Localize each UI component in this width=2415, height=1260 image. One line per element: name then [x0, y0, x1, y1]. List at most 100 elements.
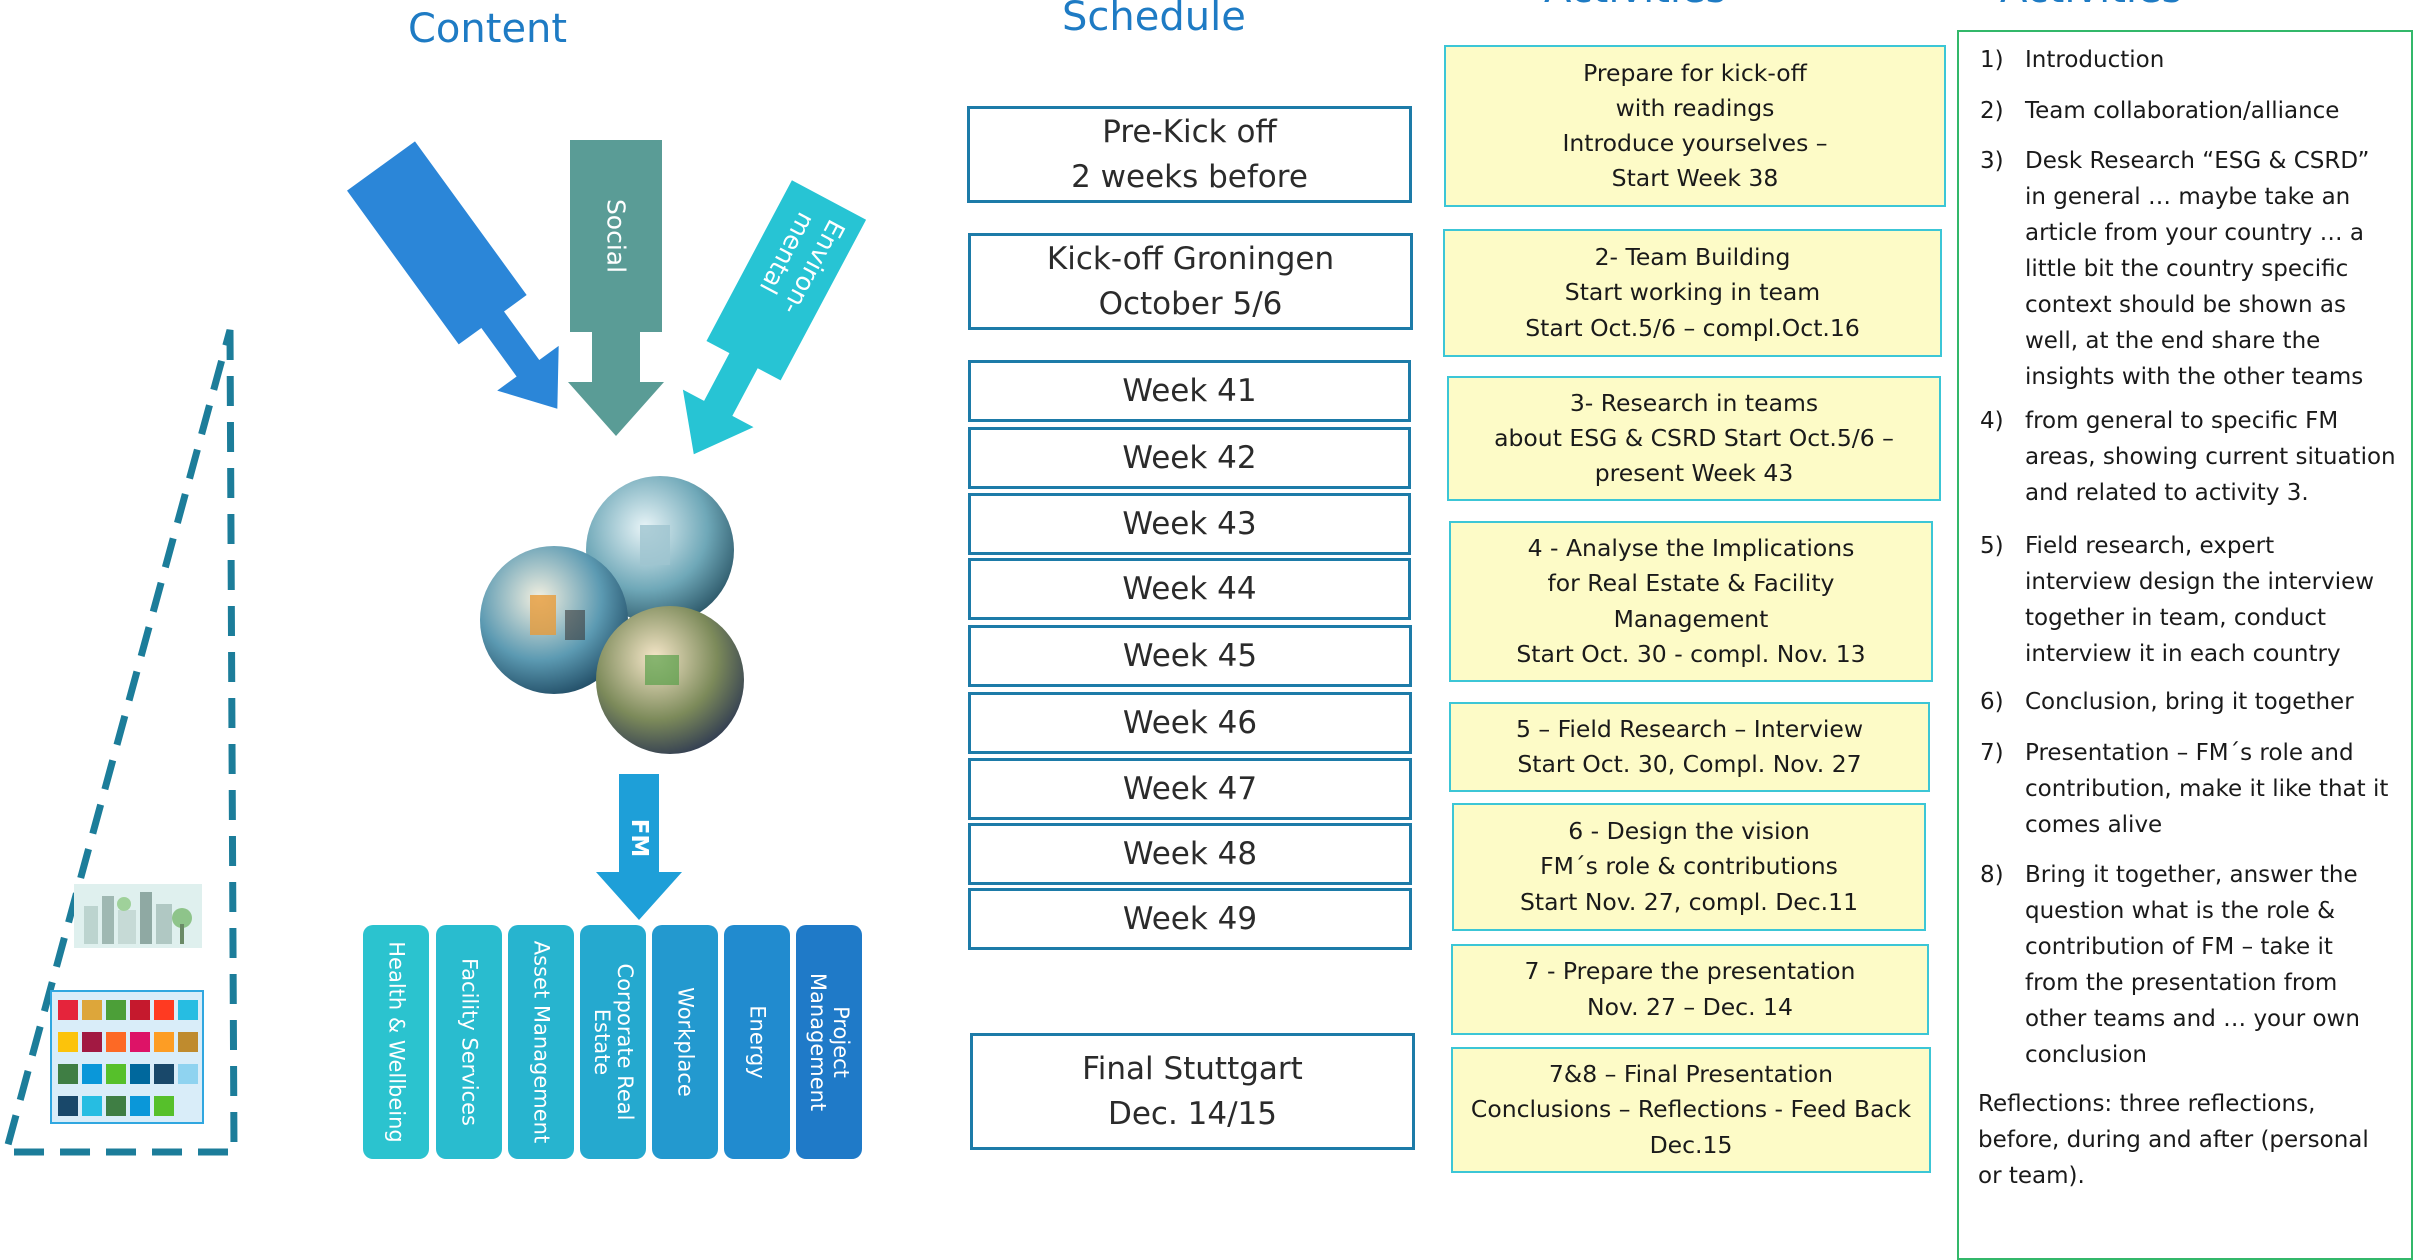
activity-list-number: 8) — [1980, 862, 2004, 888]
activity-box-line: Dec.15 — [1649, 1130, 1733, 1159]
activity-box-line: Introduce yourselves – — [1562, 129, 1828, 157]
activity-box-line: 7 - Prepare the presentation — [1524, 957, 1856, 986]
activity-list-line: question what is the role & — [2025, 898, 2336, 924]
schedule-item-line: Pre-Kick off — [1102, 113, 1277, 150]
activity-list-line: from the presentation from — [2025, 970, 2338, 996]
activity-box-line: 4 - Analyse the Implications — [1527, 534, 1855, 562]
schedule-item: Pre-Kick off 2 weeks before — [967, 106, 1412, 203]
activity-box-line: FM´s role & contributions — [1540, 852, 1838, 881]
schedule-item-text: Week 42 — [1122, 436, 1256, 481]
schedule-item-line: Week 43 — [1122, 505, 1257, 542]
activity-list-line: Desk Research “ESG & CSRD” — [2025, 148, 2370, 174]
fm-category-label-line: Management — [806, 972, 830, 1112]
activity-list-text: Field research, expert interview design t… — [2025, 528, 2415, 672]
activity-list-line: together in team, conduct — [2025, 605, 2327, 631]
reflections-text: Reflections: three reflections,before, d… — [1978, 1086, 2369, 1194]
schedule-item-text: Week 41 — [1122, 369, 1256, 414]
activity-list-line: Bring it together, answer the — [2025, 862, 2358, 888]
fm-category-label: Workplace — [673, 987, 698, 1097]
globes-illustration — [480, 476, 744, 754]
heading-schedule: Schedule — [1062, 0, 1246, 40]
activity-list-line: from general to specific FM — [2025, 408, 2339, 434]
activity-box-line: Start Oct.5/6 – compl.Oct.16 — [1525, 313, 1860, 342]
activity-list-number: 5) — [1980, 533, 2004, 559]
fm-category: Workplace — [652, 925, 718, 1159]
activity-box-line: with readings — [1615, 93, 1775, 122]
activity-list-line: well, at the end share the — [2025, 328, 2321, 354]
fm-category: Health & Wellbeing — [363, 925, 429, 1159]
activity-box-line: 6 - Design the vision — [1568, 817, 1810, 846]
activity-list-line: Presentation – FM´s role and — [2025, 740, 2354, 766]
activity-box-line: Start Oct. 30 - compl. Nov. 13 — [1516, 639, 1866, 668]
activity-list-line: article from your country … a — [2025, 220, 2364, 246]
activity-box-line: Start Oct. 30, Compl. Nov. 27 — [1517, 750, 1862, 778]
schedule-item-line: 2 weeks before — [1071, 158, 1308, 195]
schedule-item-line: Week 48 — [1122, 835, 1258, 872]
activity-list-line: Field research, expert — [2025, 533, 2275, 559]
social-arrow — [568, 140, 664, 436]
activity-box-line: 2- Team Building — [1594, 243, 1791, 272]
fm-category-label-line: Corporate Real — [613, 963, 638, 1121]
schedule-item: Week 45 — [968, 625, 1412, 687]
schedule-item: Week 49 — [968, 888, 1412, 950]
activity-list-text: Team collaboration/alliance — [2025, 93, 2415, 129]
schedule-item-line: Week 46 — [1122, 704, 1258, 741]
schedule-item-line: Week 44 — [1122, 570, 1257, 607]
fm-category: Facility Services — [436, 925, 502, 1159]
activity-list-line: interview design the interview — [2025, 569, 2375, 595]
activity-list-line: areas, showing current situation — [2025, 444, 2396, 470]
activity-list-line: contribution of FM – take it — [2025, 934, 2333, 960]
heading-activities: Activities — [1544, 0, 1726, 12]
activity-list-text: Desk Research “ESG & CSRD”in general … m… — [2025, 143, 2415, 395]
schedule-item-line: Final Stuttgart — [1082, 1050, 1303, 1087]
fm-category-label: Energy — [745, 1005, 770, 1079]
schedule-item-line: Week 42 — [1122, 439, 1257, 476]
activity-box-line: Nov. 27 – Dec. 14 — [1587, 992, 1793, 1021]
activity-list-line: context should be shown as — [2025, 292, 2346, 318]
activity-list-line: Conclusion, bring it together — [2025, 689, 2354, 715]
governance-arrow — [347, 141, 559, 409]
reflections-line: or team). — [1978, 1163, 2085, 1189]
fm-category-label: Facility Services — [457, 958, 482, 1126]
activity-box-line: Management — [1613, 604, 1769, 633]
schedule-item-text: Pre-Kick off 2 weeks before — [1071, 110, 1308, 200]
schedule-item-line: Kick-off Groningen — [1046, 240, 1335, 277]
fm-category-label-line: Project — [829, 1006, 854, 1078]
activity-box-line: 7&8 – Final Presentation — [1548, 1060, 1834, 1089]
schedule-item-text: Week 46 — [1123, 701, 1257, 746]
activity-box-line: Conclusions – Reflections - Feed Back — [1470, 1095, 1912, 1124]
fm-arrow — [596, 774, 682, 920]
heading-content: Content — [408, 6, 568, 52]
activity-list-text: Bring it together, answer the question wh… — [2025, 857, 2415, 1073]
activity-list-line: insights with the other teams — [2025, 364, 2364, 390]
fm-category-label-line: Asset Management — [529, 940, 554, 1144]
activity-box-line: about ESG & CSRD Start Oct.5/6 – — [1494, 423, 1894, 452]
dashed-triangle — [1, 329, 238, 1156]
fm-category-label-line: Energy — [745, 1005, 770, 1079]
schedule-item: Week 46 — [968, 692, 1412, 754]
fm-label: FM — [626, 818, 652, 858]
heading-activities-list: Activities — [2000, 0, 2182, 12]
fm-category: Asset Management — [508, 925, 574, 1159]
activity-box-line: Start Week 38 — [1611, 164, 1779, 193]
activity-box-line: present Week 43 — [1594, 459, 1794, 488]
schedule-item-text: Week 45 — [1123, 634, 1257, 679]
reflections-line: Reflections: three reflections, — [1978, 1091, 2316, 1117]
schedule-item-text: Week 43 — [1122, 502, 1256, 547]
activity-list-line: little bit the country specific — [2025, 256, 2349, 282]
schedule-item: Week 47 — [968, 758, 1412, 820]
activity-box-line: Prepare for kick-off — [1583, 58, 1807, 87]
schedule-item-line: Dec. 14/15 — [1107, 1095, 1278, 1132]
schedule-item-line: Week 47 — [1122, 770, 1258, 807]
